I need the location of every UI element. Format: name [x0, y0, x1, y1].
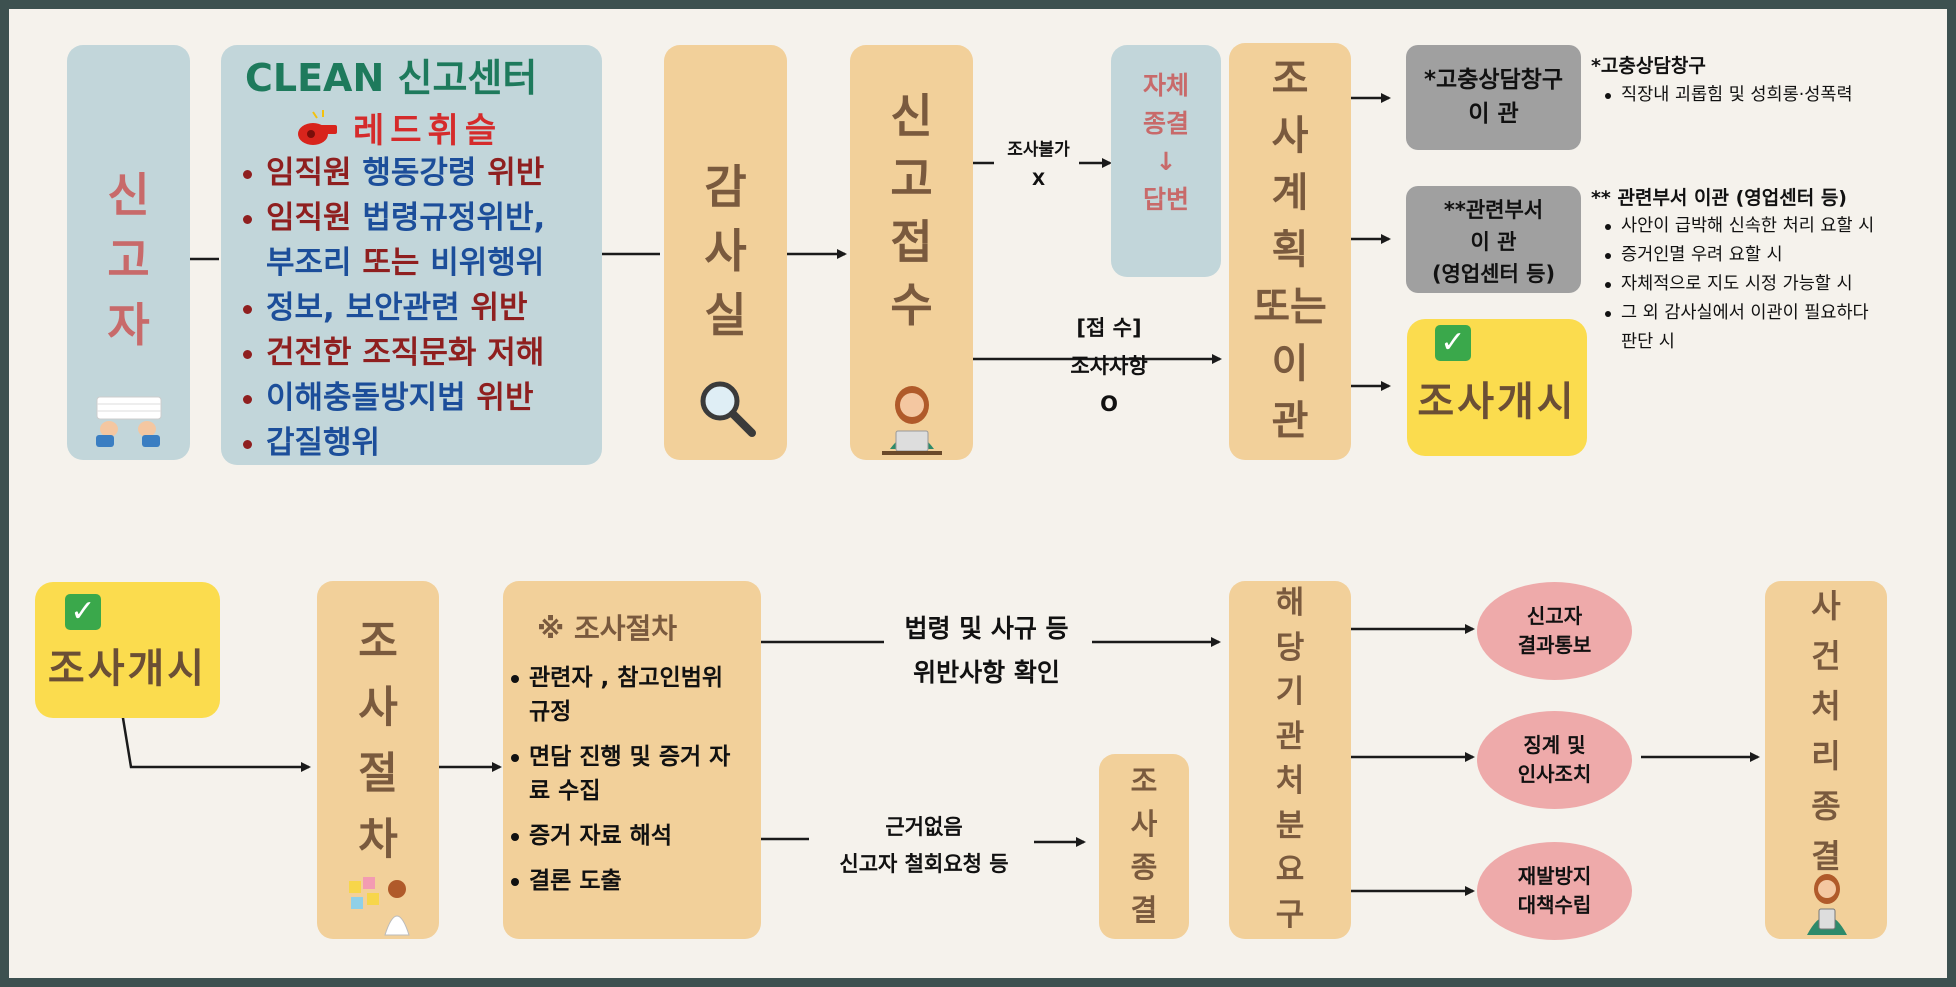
notify-reporter-oval: 신고자 결과통보 [1477, 582, 1632, 680]
report-type-item: 임직원 법령규정위반, [243, 196, 545, 241]
bullet-icon [243, 170, 252, 179]
report-received-label: 신 고 접 수 [890, 89, 933, 332]
report-type-text: 법령규정위반, [362, 200, 546, 236]
list-item: 직장내 괴롭힘 및 성희롱·성폭력 [1599, 81, 1853, 110]
procedure-steps-title: ※ 조사절차 [537, 612, 678, 645]
investigation-closed-label: 조 사 종 결 [1130, 764, 1158, 927]
dept-transfer-box: **관련부서 이 관 (영업센터 등) [1406, 186, 1581, 293]
report-type-item: 정보, 보안관련 위반 [243, 286, 545, 331]
report-type-item: 갑질행위 [243, 421, 545, 466]
start-investigation-label-top: 조사개시 [1417, 379, 1577, 425]
grievance-note-title: *고충상담창구 [1591, 55, 1706, 77]
case-closed-box: 사 건 처 리 종 결 [1765, 581, 1887, 939]
report-type-text: 임직원 [266, 200, 363, 236]
plan-or-transfer-label: 조 사 계 획 또는 이 관 [1253, 56, 1327, 444]
list-item: 관련자 , 참고인범위 규정 [511, 661, 730, 729]
dept-note-title: ** 관련부서 이관 (영업센터 등) [1591, 187, 1847, 209]
case-closed-label: 사 건 처 리 종 결 [1811, 587, 1841, 875]
bullet-icon [243, 350, 252, 359]
clean-center-subtitle: 레드휘슬 [353, 111, 503, 151]
whistle-icon [298, 109, 337, 145]
audit-office-label: 감 사 실 [704, 160, 747, 342]
start-investigation-box-bottom: ✓ 조사개시 [35, 582, 220, 718]
start-investigation-box-top: ✓ 조사개시 [1407, 319, 1587, 456]
report-type-text: 위반 [459, 290, 528, 326]
report-type-text: 임직원 [266, 155, 363, 191]
violation-label: 법령 및 사규 등 위반사항 확인 [904, 614, 1069, 687]
audit-office-box: 감 사 실 [664, 45, 787, 460]
list-item: 면담 진행 및 증거 자 료 수집 [511, 740, 730, 808]
self-close-box: 자체 종결 ↓ 답변 [1111, 45, 1221, 277]
report-type-text: 위반 [465, 380, 534, 416]
prevention-oval: 재발방지 대책수립 [1477, 842, 1632, 940]
woman-laptop-icon [882, 386, 942, 455]
dept-transfer-label: **관련부서 이 관 (영업센터 등) [1431, 198, 1556, 286]
list-item: 결론 도출 [511, 864, 730, 898]
report-type-item: 이해충돌방지법 위반 [243, 376, 545, 421]
grievance-transfer-label: *고충상담창구 이 관 [1424, 67, 1563, 127]
no-grounds-label: 근거없음 신고자 철회요청 등 [839, 815, 1009, 876]
report-type-text: 비위행위 [430, 245, 545, 281]
list-item: 사안이 급박해 신속한 처리 요할 시 [1599, 212, 1874, 241]
connector-layer [120, 93, 1760, 896]
no-investigation-label: 조사불가 X [1007, 140, 1070, 190]
report-type-text: 행동강령 [362, 155, 477, 191]
list-item: 증거인멸 우려 요할 시 [1599, 241, 1874, 270]
woman-tablet-icon [1807, 874, 1847, 935]
discipline-oval: 징계 및 인사조치 [1477, 711, 1632, 809]
investigation-closed-box: 조 사 종 결 [1099, 754, 1189, 939]
disciplinary-request-label: 해 당 기 관 처 분 요 구 [1275, 585, 1305, 933]
reporter-label: 신 고 자 [107, 168, 150, 352]
bullet-icon [243, 440, 252, 449]
report-type-text: 갑질행위 [266, 425, 381, 461]
report-type-text: 건전한 조직문화 저해 [266, 335, 545, 371]
list-item: 자체적으로 지도 시정 가능할 시 [1599, 270, 1874, 299]
reporter-box: 신 고 자 [67, 45, 190, 460]
procedure-box: 조 사 절 차 [317, 581, 439, 939]
self-close-label: 자체 종결 ↓ 답변 [1142, 71, 1189, 214]
report-type-item: 건전한 조직문화 저해 [243, 331, 545, 376]
received-label: [접 수] 조사사항 O [1070, 316, 1148, 416]
clean-center-title: CLEAN 신고센터 [245, 56, 538, 100]
grievance-transfer-box: *고충상담창구 이 관 [1406, 45, 1581, 150]
magnifier-icon [700, 381, 756, 437]
report-received-box: 신 고 접 수 [850, 45, 973, 460]
keyboard-hands-icon [96, 396, 162, 447]
bullet-icon [243, 215, 252, 224]
woman-sticky-notes-icon [349, 877, 410, 936]
procedure-label: 조 사 절 차 [358, 617, 398, 865]
report-type-text: 부조리 [266, 245, 352, 281]
report-type-item: 부조리 또는 비위행위 [243, 241, 545, 286]
check-icon: ✓ [65, 594, 101, 630]
report-type-item: 임직원 행동강령 위반 [243, 151, 545, 196]
plan-or-transfer-box: 조 사 계 획 또는 이 관 [1229, 43, 1351, 460]
list-item: 그 외 감사실에서 이관이 필요하다 판단 시 [1599, 299, 1874, 357]
bullet-icon [243, 305, 252, 314]
report-type-text: 또는 [351, 245, 431, 281]
bullet-icon [243, 395, 252, 404]
check-icon: ✓ [1435, 325, 1471, 361]
grievance-notes-list: 직장내 괴롭힘 및 성희롱·성폭력 [1599, 81, 1853, 110]
list-item: 증거 자료 해석 [511, 819, 730, 853]
disciplinary-request-box: 해 당 기 관 처 분 요 구 [1229, 581, 1351, 939]
start-investigation-label-bottom: 조사개시 [47, 646, 208, 692]
report-type-text: 정보, 보안관련 [266, 290, 460, 326]
arrow-start-procedure [120, 711, 311, 772]
report-type-text: 위반 [476, 155, 545, 191]
clean-center-subtitle-row: 레드휘슬 [293, 103, 502, 152]
report-type-text: 이해충돌방지법 [266, 380, 466, 416]
